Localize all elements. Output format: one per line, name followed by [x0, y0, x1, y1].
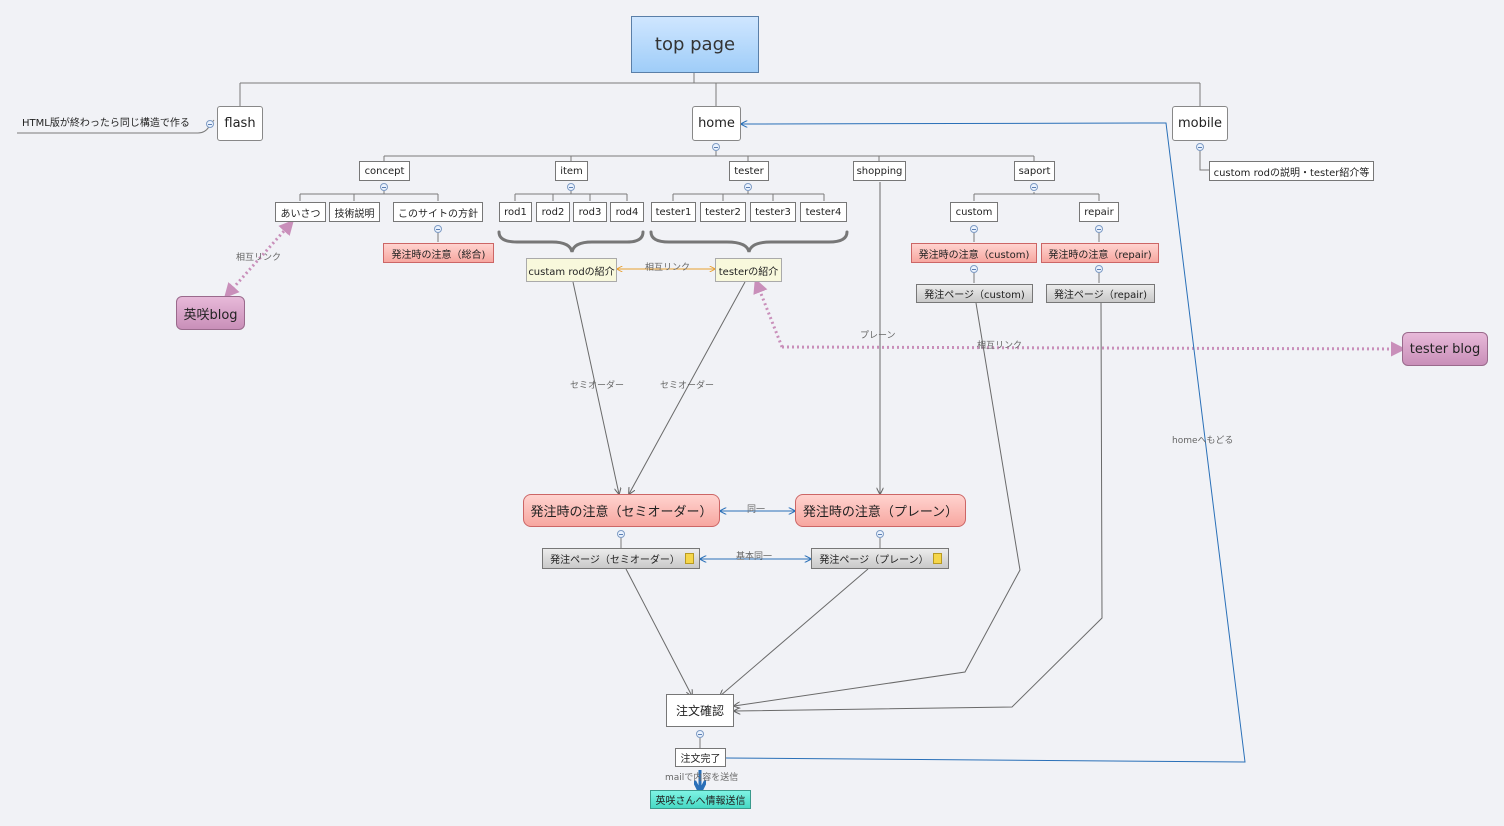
complete-node[interactable]: 注文完了 [675, 748, 726, 767]
order-repair-node[interactable]: 発注ページ（repair) [1046, 284, 1155, 303]
item-node[interactable]: item [555, 161, 588, 181]
tester-blog-node[interactable]: tester blog [1402, 332, 1488, 366]
mutual-link-label: 相互リンク [977, 341, 1023, 351]
tester4-node[interactable]: tester4 [800, 202, 847, 222]
repair-node[interactable]: repair [1079, 202, 1119, 222]
back-home-label: homeへもどる [1172, 436, 1234, 446]
notice-custom-node[interactable]: 発注時の注意（custom) [911, 243, 1037, 263]
collapse-toggle[interactable] [206, 120, 214, 128]
notice-semi-node[interactable]: 発注時の注意（セミオーダー） [523, 494, 720, 527]
mail-send-label: mailで内容を送信 [665, 773, 739, 783]
tester-node[interactable]: tester [729, 161, 769, 181]
note-icon[interactable] [933, 553, 942, 564]
send-info-node[interactable]: 英咲さんへ情報送信 [650, 790, 751, 809]
basically-same-label: 基本同一 [736, 552, 773, 562]
tester3-node[interactable]: tester3 [750, 202, 796, 222]
order-semi-node[interactable]: 発注ページ（セミオーダー） [542, 548, 700, 569]
rod3-node[interactable]: rod3 [573, 202, 607, 222]
collapse-toggle[interactable] [1030, 183, 1038, 191]
same-label: 同一 [747, 505, 766, 515]
site-policy-node[interactable]: このサイトの方針 [393, 202, 483, 222]
aisatsu-node[interactable]: あいさつ [275, 202, 326, 222]
top-page-node[interactable]: top page [631, 16, 759, 73]
flash-note-text: HTML版が終わったら同じ構造で作る [22, 118, 190, 129]
notice-plain-node[interactable]: 発注時の注意（プレーン） [795, 494, 966, 527]
notice-repair-node[interactable]: 発注時の注意（repair) [1041, 243, 1159, 263]
collapse-toggle[interactable] [434, 225, 442, 233]
custom-node[interactable]: custom [950, 202, 998, 222]
saport-node[interactable]: saport [1014, 161, 1055, 181]
collapse-toggle[interactable] [1095, 265, 1103, 273]
concept-node[interactable]: concept [359, 161, 410, 181]
mutual-link-lines [224, 219, 1406, 357]
rod2-node[interactable]: rod2 [536, 202, 570, 222]
rod4-node[interactable]: rod4 [610, 202, 644, 222]
collapse-toggle[interactable] [970, 265, 978, 273]
eisaki-blog-node[interactable]: 英咲blog [176, 296, 245, 330]
gijutsu-node[interactable]: 技術説明 [329, 202, 380, 222]
shopping-node[interactable]: shopping [853, 161, 906, 181]
mobile-node[interactable]: mobile [1172, 106, 1228, 141]
flow-arrows [572, 182, 1103, 711]
collapse-toggle[interactable] [567, 183, 575, 191]
notice-general-node[interactable]: 発注時の注意（総合) [383, 243, 494, 263]
brace-shapes [497, 230, 849, 253]
blue-links [700, 123, 1246, 763]
tester2-node[interactable]: tester2 [700, 202, 746, 222]
note-icon[interactable] [685, 553, 694, 564]
collapse-toggle[interactable] [744, 183, 752, 191]
order-custom-node[interactable]: 発注ページ（custom) [916, 284, 1033, 303]
collapse-toggle[interactable] [876, 530, 884, 538]
flash-node[interactable]: flash [217, 106, 263, 141]
collapse-toggle[interactable] [380, 183, 388, 191]
order-plain-node[interactable]: 発注ページ（プレーン） [811, 548, 949, 569]
confirm-node[interactable]: 注文確認 [666, 694, 734, 727]
mutual-link-label: 相互リンク [236, 253, 282, 263]
semi-order-label: セミオーダー [660, 381, 715, 391]
plain-label: プレーン [860, 331, 896, 341]
tester1-node[interactable]: tester1 [651, 202, 696, 222]
tester-intro-node[interactable]: testerの紹介 [715, 258, 782, 282]
mutual-link-label: 相互リンク [645, 263, 691, 273]
home-node[interactable]: home [692, 106, 741, 141]
rod1-node[interactable]: rod1 [499, 202, 532, 222]
collapse-toggle[interactable] [696, 730, 704, 738]
collapse-toggle[interactable] [712, 143, 720, 151]
collapse-toggle[interactable] [1196, 143, 1204, 151]
collapse-toggle[interactable] [1095, 225, 1103, 233]
tree-lines [17, 73, 1209, 748]
semi-order-label: セミオーダー [570, 381, 625, 391]
mobile-note-node[interactable]: custom rodの説明・tester紹介等 [1209, 161, 1374, 181]
collapse-toggle[interactable] [970, 225, 978, 233]
collapse-toggle[interactable] [617, 530, 625, 538]
custam-rod-intro-node[interactable]: custam rodの紹介 [526, 258, 617, 282]
